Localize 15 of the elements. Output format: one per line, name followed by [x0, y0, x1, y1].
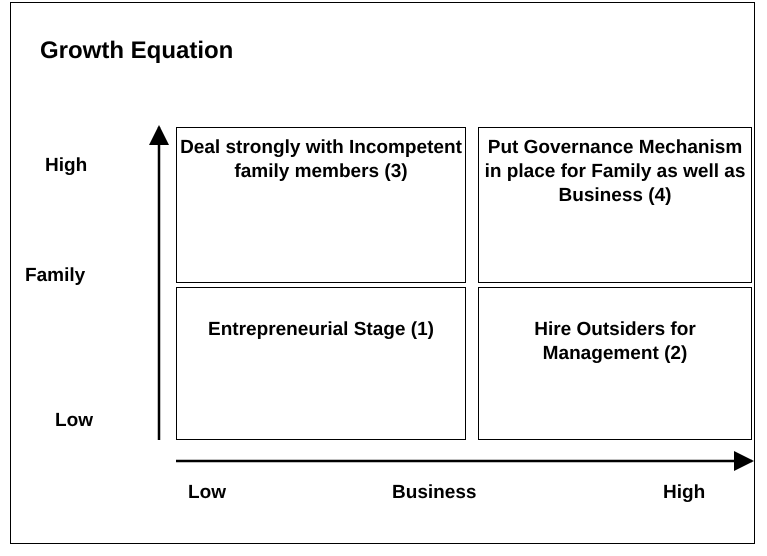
quadrant-text: Entrepreneurial Stage (1): [208, 318, 434, 342]
quadrant-text: Hire Outsiders for Management (2): [533, 318, 697, 366]
axis-label: High: [45, 155, 88, 177]
axis-title: Family: [25, 265, 86, 287]
axis-label: High: [663, 482, 706, 504]
quadrant-text: Put Governance Mechanism in place for Family as well as Business (4): [484, 136, 746, 208]
axis-label: Low: [55, 410, 93, 432]
title: Growth Equation: [40, 37, 234, 65]
quadrant-box: [176, 127, 466, 283]
quadrant-text: Deal strongly with Incompetent family members (3): [179, 136, 463, 184]
quadrant-box: [176, 287, 466, 440]
axis-title: Business: [392, 482, 476, 504]
quadrant-box: [478, 127, 752, 283]
quadrant-box: [478, 287, 752, 440]
axis-label: Low: [188, 482, 226, 504]
